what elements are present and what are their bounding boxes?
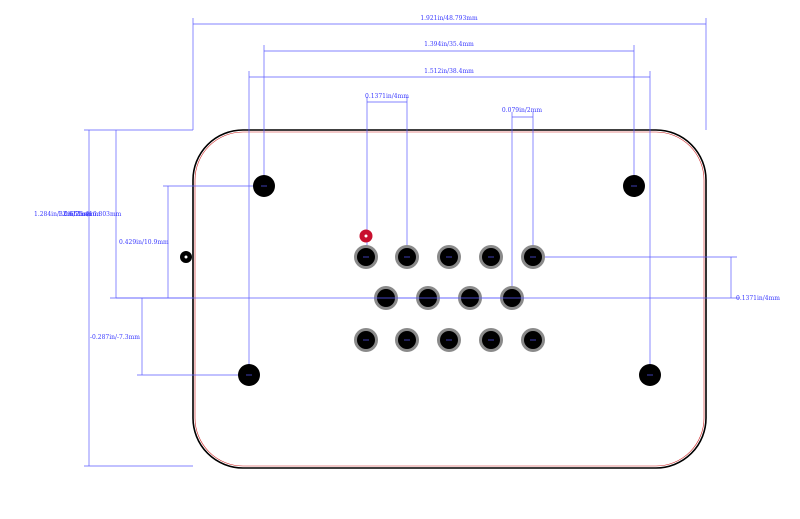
dim-label-lower-hole-offset: -0.287in/-7.3mm [90,334,140,341]
dimension-upper-hole-offset: 0.429in/10.9mm [119,185,264,298]
pad [521,245,545,269]
dim-label-half-height: 0.661in/16.803mm [64,211,122,218]
pad [354,328,378,352]
origin-marker-icon [180,251,192,263]
dimension-row-pitch-right: 0.1371in/4mm [730,257,780,302]
dimension-pin-pitch: 0.1371in/4mm [365,93,409,257]
dim-label-overall-height-overlap: 1.0in/25.4mm [58,211,100,218]
dim-label-overall-height: 1.284in/32.612mm [34,211,92,218]
dim-label-row-pitch-right: 0.1371in/4mm [736,295,780,302]
pad [395,328,419,352]
pin1-marker-icon [359,229,373,243]
pad-row-bottom [354,328,545,352]
dimension-lower-hole-offset: -0.287in/-7.3mm [90,298,249,376]
dimension-overall-width: 1.921in/48.793mm [192,15,707,130]
pad-row-middle [374,286,524,310]
dimension-mount-hole-width-2: 1.512in/38.4mm [248,68,651,375]
dim-label-mount-hole-width-2: 1.512in/38.4mm [424,68,474,75]
dim-label-overall-width: 1.921in/48.793mm [420,15,478,22]
dim-label-row-offset: 0.079in/2mm [502,107,542,114]
board-outline [192,129,707,469]
dimension-row-offset: 0.079in/2mm [502,107,542,298]
pad [479,328,503,352]
pad [354,245,378,269]
dimension-overall-height: 1.284in/32.612mm 1.0in/25.4mm [34,129,193,467]
dim-label-mount-hole-width: 1.394in/35.4mm [424,41,474,48]
board-outline-inner [194,131,705,467]
dimension-half-height: 0.661in/16.803mm [64,130,193,299]
dim-label-upper-hole-offset: 0.429in/10.9mm [119,239,169,246]
pad [395,245,419,269]
dimension-mount-hole-width: 1.394in/35.4mm [263,41,635,186]
dim-label-pin-pitch: 0.1371in/4mm [365,93,409,100]
pad [521,328,545,352]
pad [437,245,461,269]
pad [479,245,503,269]
pad-row-top [354,245,545,269]
pad [437,328,461,352]
